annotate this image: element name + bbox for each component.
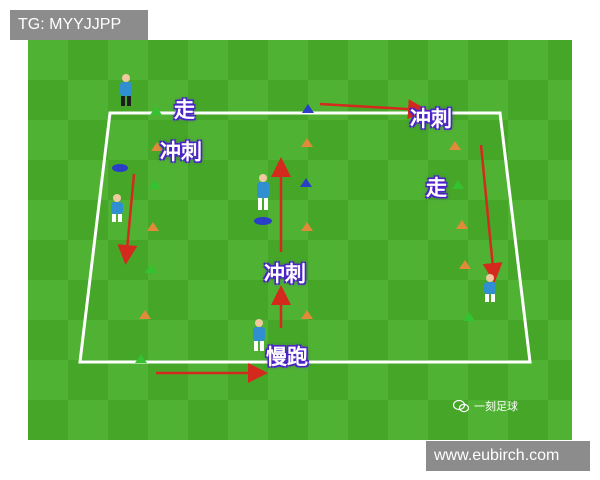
pitch-boundary bbox=[78, 111, 532, 364]
label-jog-bottom: 慢跑 bbox=[266, 345, 308, 369]
cone-blue bbox=[300, 178, 312, 187]
cone-green bbox=[463, 312, 475, 321]
arrow-top-right bbox=[319, 99, 428, 120]
cone-orange bbox=[301, 138, 313, 147]
url-tag-text: www.eubirch.com bbox=[434, 447, 560, 464]
cone-orange bbox=[301, 310, 313, 319]
wechat-icon bbox=[453, 399, 469, 413]
arrows bbox=[117, 99, 503, 383]
grass bbox=[28, 40, 572, 440]
cone-green bbox=[452, 180, 464, 189]
label-sprint-middle: 冲刺 bbox=[264, 262, 306, 286]
player-right bbox=[484, 274, 496, 302]
label-sprint-top-right: 冲刺 bbox=[410, 107, 452, 131]
arrow-left-down bbox=[117, 173, 138, 265]
cone-orange bbox=[449, 141, 461, 150]
player-left bbox=[111, 164, 128, 222]
label-walk-top: 走 bbox=[174, 98, 195, 122]
player-top-left bbox=[120, 74, 132, 106]
cone-orange bbox=[139, 310, 151, 319]
cone-orange bbox=[151, 142, 163, 151]
training-pitch: 走 冲刺 冲刺 走 冲刺 慢跑 一刻足球 bbox=[28, 40, 572, 440]
cone-orange bbox=[456, 220, 468, 229]
pitch-diagram bbox=[28, 40, 572, 440]
watermark: 一刻足球 bbox=[453, 398, 518, 414]
players bbox=[111, 74, 496, 351]
cone-green bbox=[149, 180, 161, 189]
cone-green bbox=[135, 354, 147, 363]
watermark-text: 一刻足球 bbox=[474, 400, 518, 413]
cone-orange bbox=[301, 222, 313, 231]
label-walk-right: 走 bbox=[426, 176, 447, 200]
cone-green bbox=[145, 264, 157, 273]
url-tag: www.eubirch.com bbox=[426, 441, 590, 471]
tg-tag: TG: MYYJJPP bbox=[10, 10, 148, 40]
cone-green bbox=[150, 106, 162, 115]
player-bottom bbox=[253, 319, 265, 351]
cone-orange bbox=[459, 260, 471, 269]
label-sprint-left: 冲刺 bbox=[160, 140, 202, 164]
player-middle bbox=[254, 174, 272, 225]
tg-tag-text: TG: MYYJJPP bbox=[18, 16, 122, 33]
cone-orange bbox=[147, 222, 159, 231]
cone-blue bbox=[302, 104, 314, 113]
cones bbox=[135, 104, 475, 363]
arrow-right-down bbox=[479, 144, 503, 283]
